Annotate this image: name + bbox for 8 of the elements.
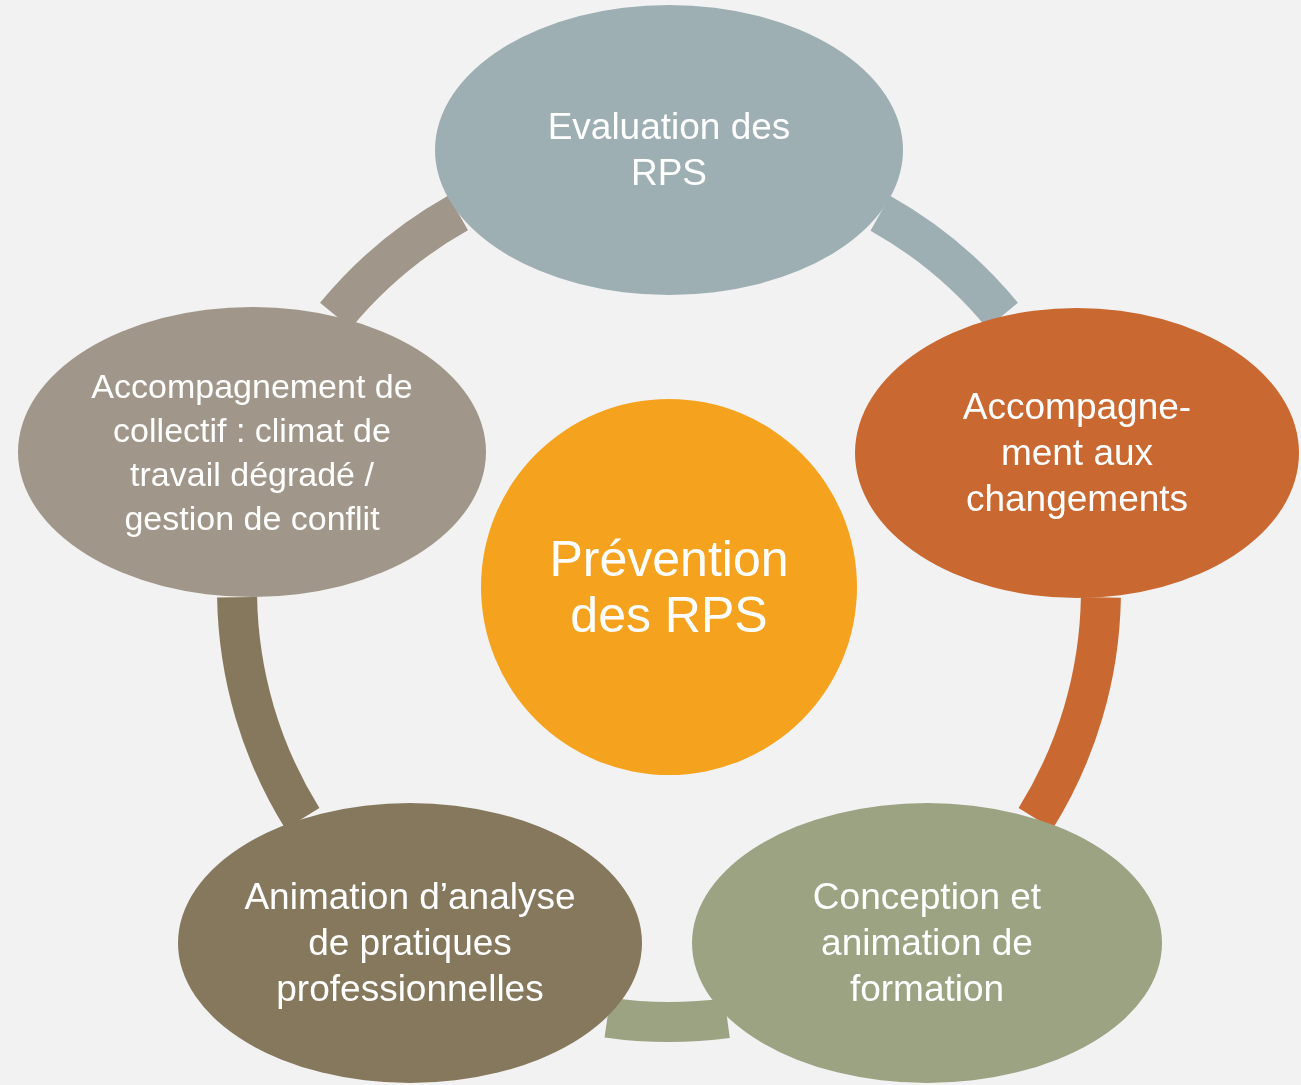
topic-label: Accompagnement de collectif : climat de travail dégradé / gestion de conflit [90, 366, 414, 539]
topic-label: Prévention des RPS [548, 531, 790, 643]
topic-label: Conception et animation de formation [811, 875, 1043, 1011]
ring-connector [605, 997, 730, 1042]
topic-label: Accompagne-ment aux changements [961, 385, 1193, 521]
ring-connector [217, 595, 320, 829]
topic-label: Evaluation des RPS [546, 105, 792, 195]
topic-label: Animation d’analyse de pratiques professionnelles [243, 875, 577, 1011]
